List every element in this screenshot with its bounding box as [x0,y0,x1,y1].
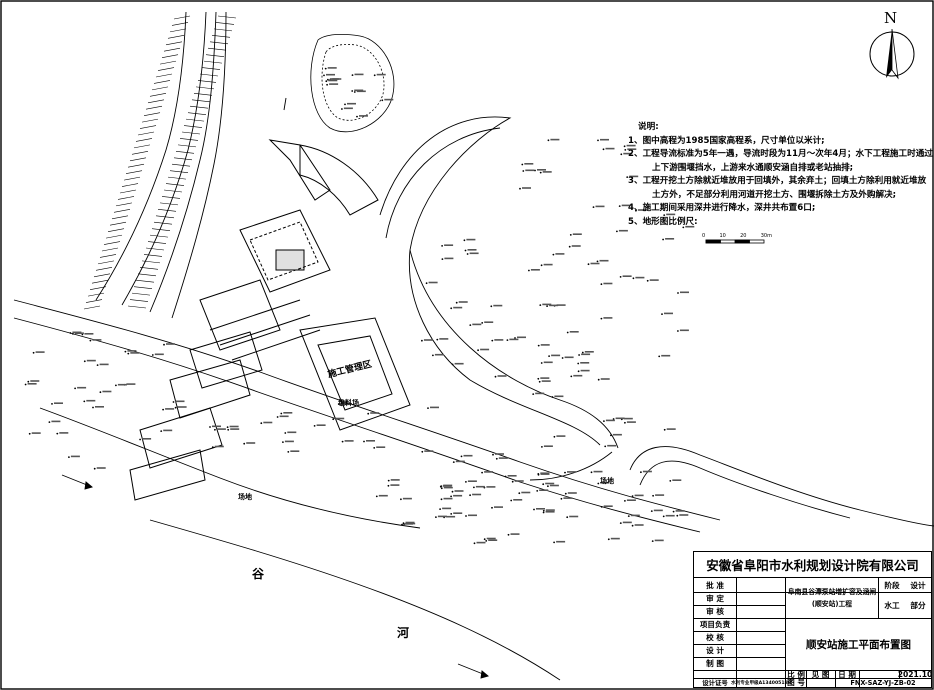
drawing-no: FNX-SAZ-YJ-ZB-02 [850,678,916,687]
scale-ticks: 0 10 20 30m [702,233,772,239]
part-label: 部分 [910,600,926,610]
project-name: 阜南县谷潭泵站增扩容及涵闸(顺安站)工程 [787,588,877,608]
scale-label: 比 例 [787,669,805,679]
island-contour [310,33,395,133]
row-design: 设 计 [706,646,724,655]
stage-label: 阶段 [884,580,900,590]
management-area [299,317,411,431]
elevation-labels [27,67,695,544]
note-1: 1、图中高程为1985国家高程系，尺寸单位以米计; [628,135,825,146]
scale-bar [705,239,765,244]
row-approve: 批 准 [706,580,724,590]
flow-arrow-icons [61,97,489,679]
title-block: 安徽省阜阳市水利规划设计院有限公司 批 准 审 定 审 核 项目负责 校 核 设… [693,551,932,688]
company-name: 安徽省阜阳市水利规划设计院有限公司 [706,558,919,573]
elevation-points [24,67,685,545]
cert-value: 水利专业甲级A134005186 [731,680,791,686]
embankment-hatching [83,15,237,310]
stage-value: 设计 [910,580,926,590]
scale-tick: 30m [760,233,772,239]
scale-tick: 20 [740,233,747,239]
scale-tick: 10 [719,233,726,239]
north-label: N [884,9,898,27]
river-label-right: 河 [397,626,410,640]
row-review: 审 核 [706,607,724,616]
cert-label: 设计证号 [702,679,728,687]
discipline: 水工 [884,600,900,610]
date-label: 日 期 [838,669,856,679]
note-3-cont: 土方外，不足部分利用河道开挖土方、围堰拆除土方及外购解决; [652,189,897,200]
pump-station-structure [129,139,379,501]
label-field: 场地 [238,493,252,501]
drawing-title: 顺安站施工平面布置图 [806,639,911,651]
row-check: 校 核 [706,633,724,642]
label-material-yard: 堆料场 [338,399,359,407]
river-label-left: 谷 [252,567,265,581]
scale-tick: 0 [702,233,706,239]
scale-value: 见 图 [811,669,830,679]
note-5: 5、地形图比例尺: [628,216,698,227]
label-field-2: 场地 [600,477,614,485]
note-4: 4、施工期间采用深井进行降水，深井共布置6口; [628,203,816,213]
note-2: 2、工程导流标准为5年一遇，导流时段为11月～次年4月；水下工程施工时通过 [628,149,933,159]
row-draw: 制 图 [706,659,724,668]
notes-heading: 说明: [638,122,659,132]
row-examine: 审 定 [706,594,724,603]
right-channel [379,116,934,527]
note-2-cont: 上下游围堰挡水，上游来水通顺安涵自排或老站抽排; [652,162,854,173]
upper-left-embankment [95,11,227,319]
note-3: 3、工程开挖土方除就近堆放用于回填外，其余弃土；回填土方除利用就近堆放 [628,176,927,186]
north-arrow-icon [869,28,915,80]
date-value: 2021.10 [897,669,933,679]
design-notes: 说明: 1、图中高程为1985国家高程系，尺寸单位以米计; 2、工程导流标准为5… [628,121,933,229]
row-project-lead: 项目负责 [699,620,731,629]
drawing-no-label: 图 号 [787,678,805,687]
